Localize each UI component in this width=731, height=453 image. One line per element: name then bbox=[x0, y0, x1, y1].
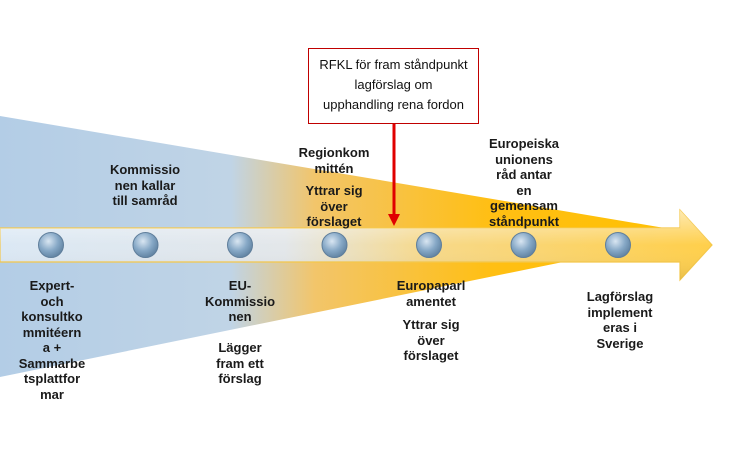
label-eu-commission: EU- Kommissio nen bbox=[204, 278, 276, 324]
label-implementation-sweden: Lagförslag implement eras i Sverige bbox=[586, 289, 654, 351]
timeline-node bbox=[227, 232, 253, 258]
label-regions-opinion: Yttrar sig över förslaget bbox=[305, 183, 363, 229]
timeline-node bbox=[416, 232, 442, 258]
timeline-node bbox=[38, 232, 64, 258]
label-expert-committees: Expert- och konsultko mmitéern a + Samma… bbox=[18, 278, 86, 402]
timeline-node bbox=[605, 232, 631, 258]
label-regions-committee: Regionkom mittén bbox=[298, 145, 370, 176]
label-commission-consultation: Kommissio nen kallar till samråd bbox=[109, 162, 181, 208]
label-council-position: Europeiska unionens råd antar en gemensa… bbox=[488, 136, 560, 229]
timeline-node bbox=[510, 232, 537, 258]
timeline-nodes bbox=[38, 232, 631, 258]
timeline-node bbox=[321, 232, 348, 258]
pointer-arrow bbox=[388, 124, 400, 226]
timeline-arrow bbox=[0, 208, 713, 282]
rfkl-note: RFKL för fram ståndpunkt lagförslag om u… bbox=[308, 48, 479, 124]
timeline-node bbox=[132, 232, 159, 258]
label-european-parliament: Europaparl amentet bbox=[396, 278, 466, 309]
label-proposal: Lägger fram ett förslag bbox=[216, 340, 264, 386]
label-parliament-opinion: Yttrar sig över förslaget bbox=[402, 317, 460, 363]
